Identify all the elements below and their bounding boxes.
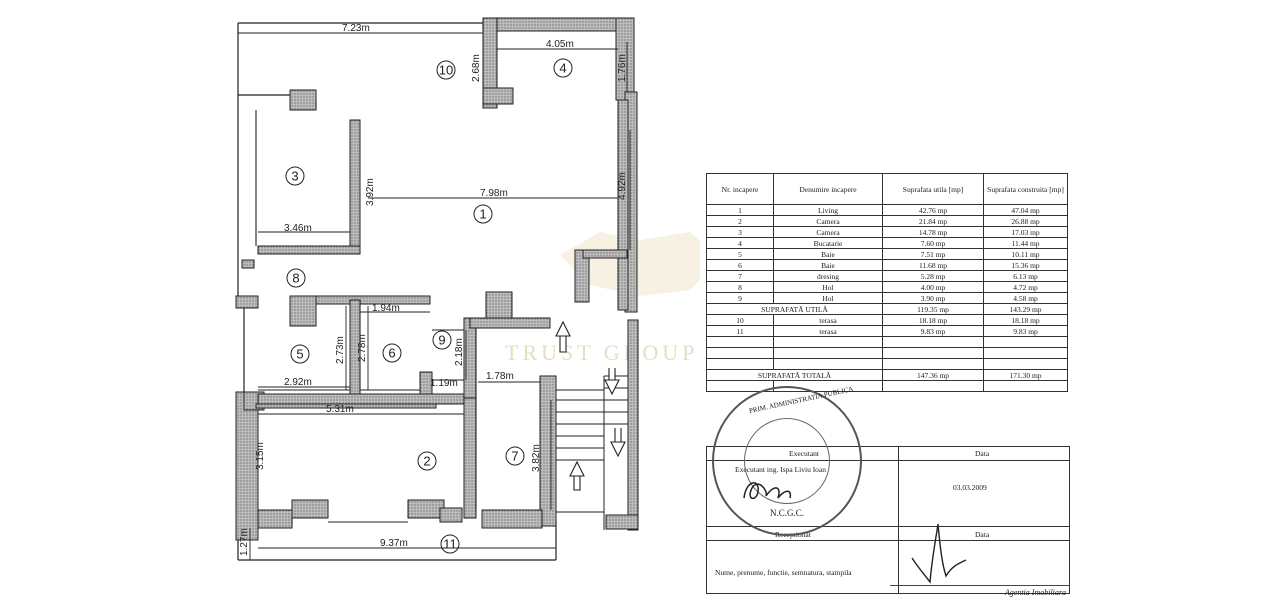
dim-label: 1.76m bbox=[617, 54, 628, 82]
room-number: 5 bbox=[296, 347, 303, 362]
official-stamp: PRIM. ADMINISTRATIA PUBLICA N.C.G.C. bbox=[712, 385, 862, 536]
dim-label: 3.82m bbox=[531, 444, 542, 472]
header-nr: Nr. incapere bbox=[706, 173, 774, 205]
header-name: Denumire incapere bbox=[773, 173, 883, 205]
area-table: Nr. incapere Denumire incapere Suprafata… bbox=[706, 173, 1068, 392]
executant-signature bbox=[743, 482, 792, 500]
stamp-text: PRIM. ADMINISTRATIA PUBLICA bbox=[748, 385, 855, 415]
dim-label: 3.15m bbox=[255, 442, 266, 470]
empty-row bbox=[706, 380, 1068, 392]
room-number: 1 bbox=[479, 207, 486, 222]
dim-label: 4.05m bbox=[546, 39, 574, 50]
room-number: 9 bbox=[438, 333, 445, 348]
dim-label: 2.18m bbox=[454, 338, 465, 366]
table-header-row: Nr. incapere Denumire incapere Suprafata… bbox=[706, 173, 1068, 205]
dimension-lines bbox=[238, 32, 631, 560]
dim-label: 4.92m bbox=[617, 172, 628, 200]
dim-label: 1.27m bbox=[239, 528, 250, 556]
room-number: 7 bbox=[511, 449, 518, 464]
internal-lines bbox=[255, 100, 477, 526]
room-number: 8 bbox=[292, 271, 299, 286]
empty-row bbox=[706, 336, 1068, 348]
data-header: Data bbox=[975, 449, 990, 458]
dim-label: 2.73m bbox=[335, 336, 346, 364]
room-number: 4 bbox=[559, 61, 566, 76]
header-useful: Suprafata utila [mp] bbox=[882, 173, 984, 205]
dim-label: 1.19m bbox=[430, 378, 458, 389]
data-header-2: Data bbox=[975, 530, 990, 539]
stamp-sub: N.C.G.C. bbox=[770, 508, 805, 518]
walls bbox=[235, 17, 639, 541]
dimension-labels: 7.23m 4.05m 2.68m 1.76m 3.92m 7.98m 4.92… bbox=[239, 23, 628, 556]
receptionat-signature bbox=[911, 523, 967, 584]
dim-label: 3.92m bbox=[365, 178, 376, 206]
empty-row bbox=[706, 347, 1068, 359]
room-number: 2 bbox=[423, 454, 430, 469]
dim-label: 9.37m bbox=[380, 538, 408, 549]
dim-label: 2.78m bbox=[357, 334, 368, 362]
dim-label: 5.31m bbox=[326, 404, 354, 415]
dim-label: 7.98m bbox=[480, 188, 508, 199]
room-number: 11 bbox=[443, 537, 457, 552]
room-labels bbox=[285, 58, 573, 554]
staircase bbox=[555, 375, 628, 530]
dim-label: 1.94m bbox=[372, 303, 400, 314]
empty-row bbox=[706, 358, 1068, 370]
header-built: Suprafata construita [mp] bbox=[983, 173, 1068, 205]
receptionat-fields: Nume, prenume, functie, semnatura, stamp… bbox=[715, 568, 852, 577]
room-number: 6 bbox=[388, 346, 395, 361]
room-number: 10 bbox=[439, 63, 453, 78]
footer-note: Agentia Imobiliara bbox=[890, 585, 1070, 600]
dim-label: 2.68m bbox=[471, 54, 482, 82]
dim-label: 3.46m bbox=[284, 223, 312, 234]
floor-plan: TRUST GROUP bbox=[235, 17, 700, 561]
watermark-text: TRUST GROUP bbox=[505, 340, 698, 365]
dim-label: 1.78m bbox=[486, 371, 514, 382]
executant-date: 03.03.2009 bbox=[953, 483, 987, 492]
dim-label: 2.92m bbox=[284, 377, 312, 388]
dim-label: 7.23m bbox=[342, 23, 370, 34]
stair-arrows bbox=[555, 320, 626, 491]
room-number: 3 bbox=[291, 169, 298, 184]
